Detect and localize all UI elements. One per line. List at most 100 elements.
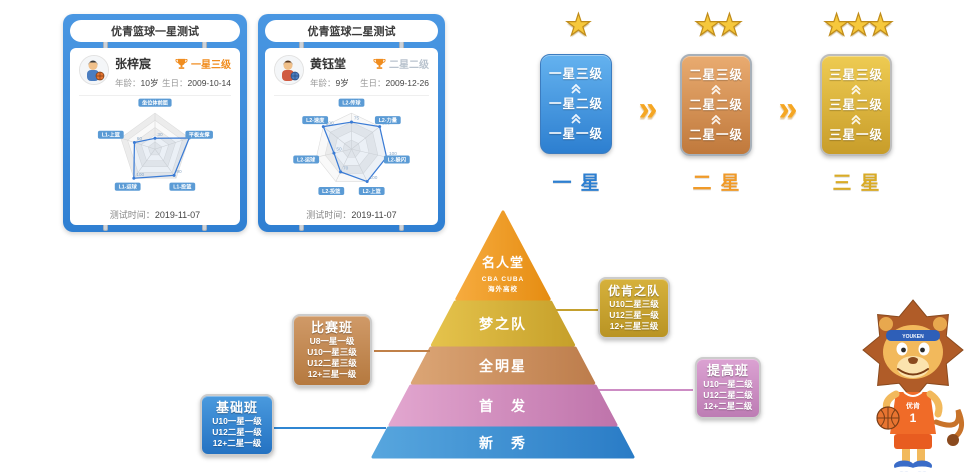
chevron-up-icon xyxy=(711,85,721,95)
radar-data-point xyxy=(132,176,136,180)
star-icons-three: ★★★ xyxy=(823,8,895,42)
radar-axis-line xyxy=(351,148,387,158)
mascot-ear xyxy=(879,317,893,331)
mascot-pupil xyxy=(901,347,906,353)
radar-axis-pill xyxy=(169,182,196,191)
tier-label: 梦之队 xyxy=(479,316,527,332)
lion-mascot: YOUKEN 优肯 1 xyxy=(862,299,965,472)
radar-data-point xyxy=(172,173,176,177)
trophy-icon xyxy=(373,58,386,69)
player-avatar-illustration xyxy=(80,56,108,84)
avatar xyxy=(79,55,109,85)
mascot-jersey xyxy=(890,392,936,434)
chevron-up-icon xyxy=(851,115,861,125)
level-row: 一星三级 xyxy=(548,67,603,81)
radar-axis-line xyxy=(154,148,177,179)
radar-axis-pill xyxy=(97,130,124,139)
pyramid-tier-hall-of-fame xyxy=(455,210,551,301)
radar-value-label: 50 xyxy=(336,147,342,153)
star-icons-two: ★★ xyxy=(693,8,743,42)
radar-axis-line xyxy=(133,148,156,179)
radar-axis-line xyxy=(335,148,352,182)
radar-axis-label: 坐位体前屈 xyxy=(142,99,168,107)
star-icons-one: ★ xyxy=(564,8,592,42)
radar-value-label: 75 xyxy=(354,116,360,122)
ladder-label-two-star: 二星 xyxy=(692,173,749,194)
callout-title: 提高班 xyxy=(706,363,749,378)
radar-axis-label: L1-投篮 xyxy=(173,183,192,191)
callout-basic-class: 基础班 U10一星一级 U12二星一级 12+二星一级 xyxy=(200,394,274,456)
radar-axis-label: L1-上篮 xyxy=(102,131,121,139)
radar-value-label: 70 xyxy=(343,165,349,171)
level-pyramid: 名人堂 CBA CUBA 海外高校 梦之队 全明星 首 发 新 秀 xyxy=(368,207,638,465)
player-age: 年龄：9岁 xyxy=(310,78,349,88)
report-card-title: 优青篮球一星测试 xyxy=(70,20,240,42)
tier-label: 首 发 xyxy=(479,398,527,414)
connector-basic-class xyxy=(274,427,386,429)
radar-axis-label: L2-上篮 xyxy=(363,187,382,195)
tier-label: 新 秀 xyxy=(479,435,527,451)
mascot-tail xyxy=(933,408,965,443)
callout-line: 12+三星一级 xyxy=(307,369,357,379)
radar-axis-label: L2-躲闪 xyxy=(388,155,406,163)
radar-axis-line xyxy=(351,148,368,182)
pyramid-tier-starter xyxy=(388,384,618,427)
mascot-shoe-sole xyxy=(894,466,914,472)
ladder-card-three-star: 三星三级 三星二级 三星一级 xyxy=(820,54,892,156)
radar-value-label: 100 xyxy=(326,120,334,126)
radar-axis-label: L2-力量 xyxy=(379,116,398,124)
headband-text: YOUKEN xyxy=(902,334,924,340)
callout-line: U12二星二级 xyxy=(703,390,753,400)
callout-line: U12二星三级 xyxy=(307,358,357,368)
mascot-smile xyxy=(897,368,929,376)
report-card-body: 黄钰堂 二星二级 年龄：9岁 生 xyxy=(265,48,438,225)
radar-data-point xyxy=(339,170,343,174)
radar-data-point xyxy=(332,151,336,155)
callout-line: 12+三星三级 xyxy=(609,321,659,331)
radar-data-point xyxy=(365,180,369,184)
callout-youken-team: 优肯之队 U10二星三级 U12三星一级 12+三星三级 xyxy=(598,277,670,339)
radar-value-label: 90 xyxy=(176,169,182,175)
ladder-label-one-star: 一星 xyxy=(552,173,609,194)
player-name: 黄钰堂 xyxy=(310,57,347,71)
ladder-card-two-star: 二星三级 二星二级 二星一级 xyxy=(680,54,752,156)
callout-title: 比赛班 xyxy=(310,320,353,335)
double-chevron-right-icon: » xyxy=(778,90,798,128)
mascot-leg xyxy=(917,449,925,462)
jersey-text: 优肯 xyxy=(906,401,920,410)
report-card-two-star: 优青篮球二星测试 黄钰堂 xyxy=(258,14,445,232)
radar-chart-two-star: 751001001007050100L2-传球L2-力量L2-躲闪L2-上篮L2… xyxy=(293,98,410,195)
level-row: 三星二级 xyxy=(828,98,883,112)
radar-data-point xyxy=(153,136,157,140)
pyramid-tier-rookie xyxy=(371,426,635,459)
radar-axis-label: L2-投篮 xyxy=(322,187,341,195)
jersey-number: 1 xyxy=(910,411,917,425)
ladder-label-three-star: 三星 xyxy=(832,173,889,194)
level-row: 二星三级 xyxy=(688,68,743,82)
double-chevron-right-icon: » xyxy=(638,90,658,128)
callout-line: U12三星一级 xyxy=(609,310,659,320)
player-name: 张梓宸 xyxy=(115,57,152,71)
chevron-up-icon xyxy=(711,115,721,125)
radar-data-polygon xyxy=(322,121,388,183)
radar-axis-pill xyxy=(383,155,410,164)
report-card-one-star: 优青篮球一星测试 张梓宸 xyxy=(63,14,247,232)
radar-data-point xyxy=(349,120,354,124)
radar-data-point xyxy=(132,140,136,144)
callout-line: U8一星一级 xyxy=(309,336,355,346)
callout-line: U10二星三级 xyxy=(609,299,659,309)
radar-axis-pill xyxy=(338,98,365,107)
radar-axis-pill xyxy=(185,130,213,139)
divider xyxy=(79,95,231,96)
mascot-pupil xyxy=(920,347,925,353)
mascot-shorts xyxy=(894,434,932,449)
tier-label: 全明星 xyxy=(478,358,527,374)
mascot-headband xyxy=(886,330,940,341)
divider xyxy=(274,95,429,96)
radar-value-label: 100 xyxy=(389,151,397,157)
trophy-icon xyxy=(175,58,188,69)
callout-line: U10一星三级 xyxy=(307,347,357,357)
callout-line: 12+二星一级 xyxy=(212,438,262,448)
mascot-ear xyxy=(933,317,947,331)
